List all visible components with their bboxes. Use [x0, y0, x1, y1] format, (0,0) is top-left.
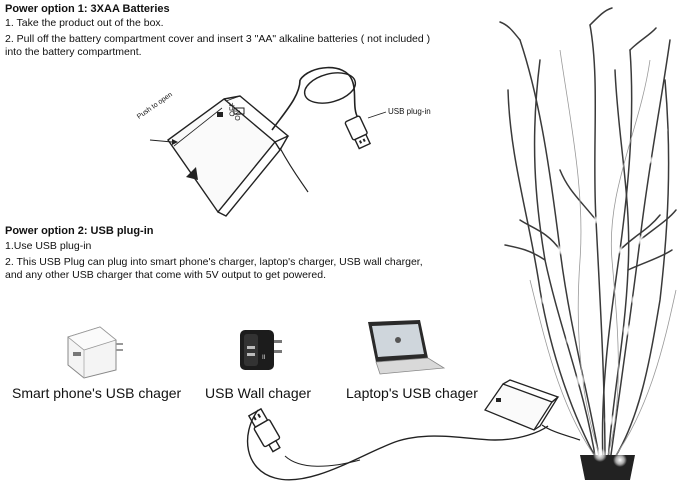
option2-step-2-cont: and any other USB charger that come with…: [5, 269, 327, 281]
wall-charger-label: USB Wall chager: [205, 385, 312, 401]
option2-step-2: 2. This USB Plug can plug into smart pho…: [5, 256, 423, 268]
phone-charger-icon: [67, 326, 123, 379]
wall-charger-icon: ΙΙ: [240, 330, 282, 370]
option2-heading: Power option 2: USB plug-in: [5, 225, 154, 237]
laptop-charger-label: Laptop's USB chager: [346, 385, 478, 401]
laptop-icon: [368, 320, 446, 375]
option1-heading: Power option 1: 3XAA Batteries: [5, 3, 170, 15]
option1-step-1: 1. Take the product out of the box.: [5, 17, 164, 29]
usb-plug-in-label: USB plug-in: [388, 107, 431, 116]
option2-step-1: 1.Use USB plug-in: [5, 240, 92, 252]
phone-charger-label: Smart phone's USB chager: [12, 385, 182, 401]
option1-step-2: 2. Pull off the battery compartment cove…: [5, 33, 431, 45]
option1-step-2-cont: into the battery compartment.: [5, 46, 142, 58]
svg-text:ΙΙ: ΙΙ: [262, 354, 266, 361]
